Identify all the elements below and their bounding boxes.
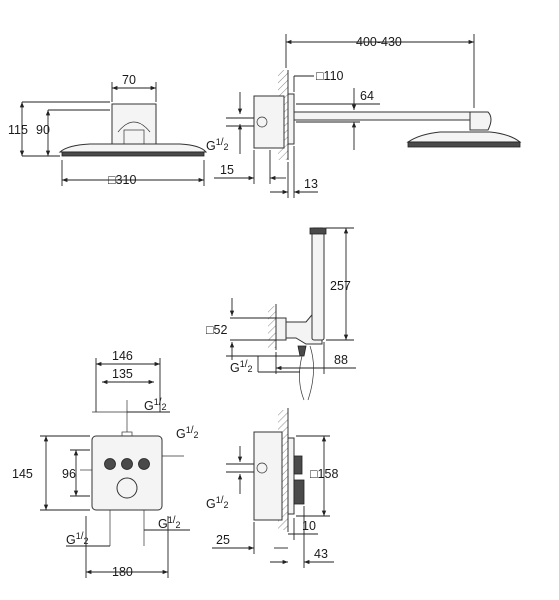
side-head-disc [406,131,522,143]
view-hand-shower: 257 □52 G1/2 88 [206,227,356,401]
view-thermostat-front: 146 135 145 96 G1/2 G1/2 G1/2 G1/2 180 [12,349,199,579]
dim-52: □52 [206,323,228,337]
dim-146: 146 [112,349,133,363]
thread-g-hand: G1/2 [230,359,253,375]
hand-shower-body [311,227,325,341]
thread-g-bottom-right: G1/2 [158,515,181,531]
dim-158: □158 [310,467,338,481]
side-button [293,455,303,475]
dim-180: 180 [112,565,133,579]
hose [299,345,314,401]
thread-g-bottom-left: G1/2 [66,531,89,547]
concealed-body [253,95,285,149]
dim-400-430: 400-430 [356,35,402,49]
thread-g-side: G1/2 [206,137,229,153]
trim-plate [91,435,163,511]
view-shower-head-top: 70 115 90 □310 [8,73,208,187]
wall-flange [287,93,295,145]
dim-43: 43 [314,547,328,561]
button-2 [121,458,133,470]
dim-145: 145 [12,467,33,481]
thread-g-side2: G1/2 [206,495,229,511]
dim-310: □310 [108,173,136,187]
dim-110: □110 [316,69,344,83]
dim-13: 13 [304,177,318,191]
side-head-face [407,141,521,148]
thread-g-right: G1/2 [176,425,199,441]
shower-face [61,151,205,157]
dim-10: 10 [302,519,316,533]
arm-elbow [469,111,492,131]
thread-g-top: G1/2 [144,397,167,413]
dim-70: 70 [122,73,136,87]
dim-15: 15 [220,163,234,177]
hose-nut [297,345,307,357]
dim-96: 96 [62,467,76,481]
shower-arm [293,111,471,121]
concealed-box [253,431,283,521]
wall-outlet [275,317,287,341]
thermostat-knob [116,477,138,499]
dim-25: 25 [216,533,230,547]
shower-disc [58,143,208,153]
dim-115: 115 [8,123,28,137]
dim-64: 64 [360,89,374,103]
button-1 [104,458,116,470]
side-plate [287,437,295,515]
button-3 [138,458,150,470]
dim-88: 88 [334,353,348,367]
head-housing [111,103,157,147]
housing-arc [117,121,151,133]
dim-135: 135 [112,367,133,381]
dim-90: 90 [36,123,50,137]
dim-257: 257 [330,279,351,293]
view-thermostat-side: □158 G1/2 10 25 43 [206,408,338,568]
side-knob [293,479,305,505]
view-shower-head-side: 400-430 □110 64 G1/2 15 13 [206,34,522,198]
